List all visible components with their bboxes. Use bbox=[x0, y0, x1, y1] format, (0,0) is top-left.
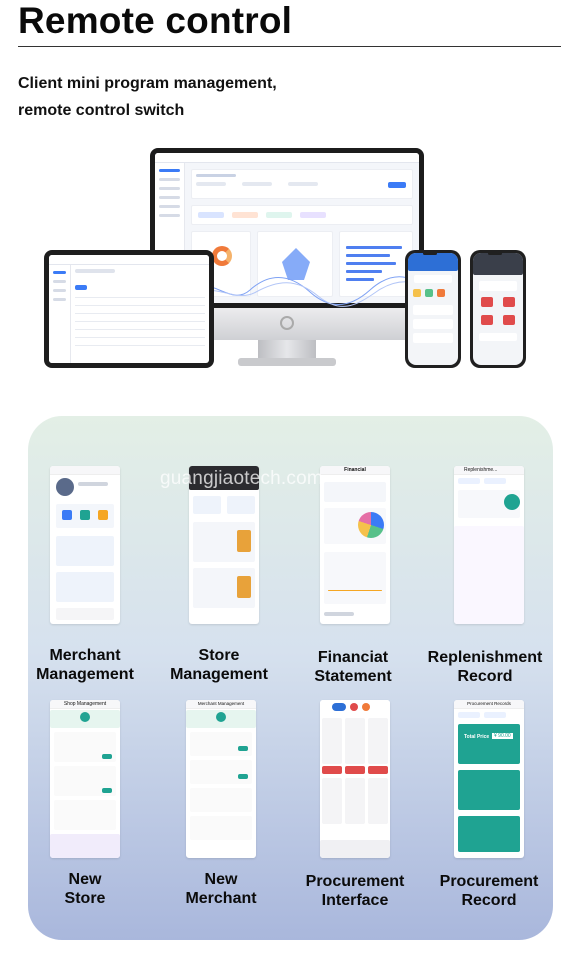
title-divider bbox=[18, 46, 561, 47]
page-title: Remote control bbox=[18, 0, 293, 41]
feature-label-procurement-record: Procurement Record bbox=[439, 873, 539, 909]
features-panel: Financial Replenishme... Merchant Manage… bbox=[28, 416, 553, 940]
procurement-interface-screenshot[interactable] bbox=[320, 700, 390, 858]
device-mockups bbox=[0, 140, 581, 380]
amount-value: ¥ 90.00 bbox=[492, 733, 513, 739]
new-store-screenshot[interactable]: Shop Management bbox=[50, 700, 120, 858]
feature-label-merchant-management: Merchant Management bbox=[36, 647, 134, 683]
financial-screen-title: Financial bbox=[344, 467, 366, 473]
merchant-management-screenshot[interactable] bbox=[50, 466, 120, 624]
phone-device-1 bbox=[405, 250, 461, 368]
feature-label-financial-statement: Financiat Statement bbox=[314, 649, 392, 685]
procurement-record-screenshot[interactable]: Procurement Records Total Price ¥ 90.00 bbox=[454, 700, 524, 858]
replenishment-screen-title: Replenishme... bbox=[464, 467, 498, 473]
feature-label-new-store: New Store bbox=[64, 871, 106, 907]
new-merchant-screenshot[interactable]: Merchant Management bbox=[186, 700, 256, 858]
subtitle-line-2: remote control switch bbox=[18, 102, 185, 119]
watermark: guangjiaotech.com bbox=[160, 468, 323, 489]
financial-statement-screenshot[interactable]: Financial bbox=[320, 466, 390, 624]
power-icon bbox=[280, 316, 294, 330]
phone-device-2 bbox=[470, 250, 526, 368]
subtitle: Client mini program management, remote c… bbox=[18, 70, 438, 124]
feature-label-procurement-interface: Procurement Interface bbox=[305, 873, 405, 909]
tablet-device bbox=[44, 250, 214, 368]
procurement-records-title: Procurement Records bbox=[467, 701, 511, 706]
replenishment-record-screenshot[interactable]: Replenishme... bbox=[454, 466, 524, 624]
tablet-table-screen bbox=[49, 255, 209, 363]
merchant-management-title: Merchant Management bbox=[197, 701, 245, 706]
feature-label-store-management: Store Management bbox=[170, 647, 268, 683]
total-price-label: Total Price bbox=[464, 734, 490, 740]
store-management-screenshot[interactable] bbox=[189, 466, 259, 624]
feature-label-replenishment-record: Replenishment Record bbox=[427, 649, 543, 685]
feature-label-new-merchant: New Merchant bbox=[185, 871, 257, 907]
shop-management-title: Shop Management bbox=[63, 701, 107, 707]
subtitle-line-1: Client mini program management, bbox=[18, 75, 277, 92]
